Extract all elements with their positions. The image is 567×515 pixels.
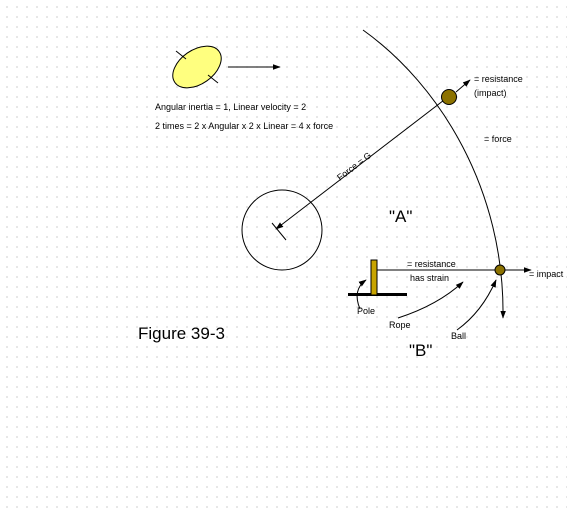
rope-pointer bbox=[397, 281, 464, 319]
resistance-impact-label: = resistance bbox=[474, 74, 523, 84]
ball-pointer bbox=[456, 279, 497, 331]
center-circle bbox=[241, 189, 323, 271]
rope-resistance-label: = resistance bbox=[407, 259, 456, 269]
times-text: 2 times = 2 x Angular x 2 x Linear = 4 x… bbox=[155, 121, 333, 131]
pole-label: Pole bbox=[357, 306, 375, 316]
force-g-label: Force = G bbox=[335, 150, 373, 182]
figure-caption: Figure 39-3 bbox=[138, 324, 225, 343]
ball-b bbox=[494, 264, 506, 276]
center-tick bbox=[271, 222, 287, 241]
label-a: "A" bbox=[389, 207, 412, 226]
pole-pointer bbox=[356, 279, 367, 310]
force-line bbox=[275, 96, 449, 230]
impact-arrow-a bbox=[455, 79, 471, 93]
force-right-label: = force bbox=[484, 134, 512, 144]
impact-paren-label: (impact) bbox=[474, 88, 507, 98]
ball-label: Ball bbox=[451, 331, 466, 341]
label-b: "B" bbox=[409, 341, 432, 360]
inertia-text: Angular inertia = 1, Linear velocity = 2 bbox=[155, 102, 306, 112]
has-strain-label: has strain bbox=[410, 273, 449, 283]
pole bbox=[370, 259, 378, 296]
spinning-disc bbox=[172, 45, 222, 89]
ball-a bbox=[441, 89, 457, 105]
impact-right-label: = impact bbox=[529, 269, 564, 279]
rope-label: Rope bbox=[389, 320, 411, 330]
